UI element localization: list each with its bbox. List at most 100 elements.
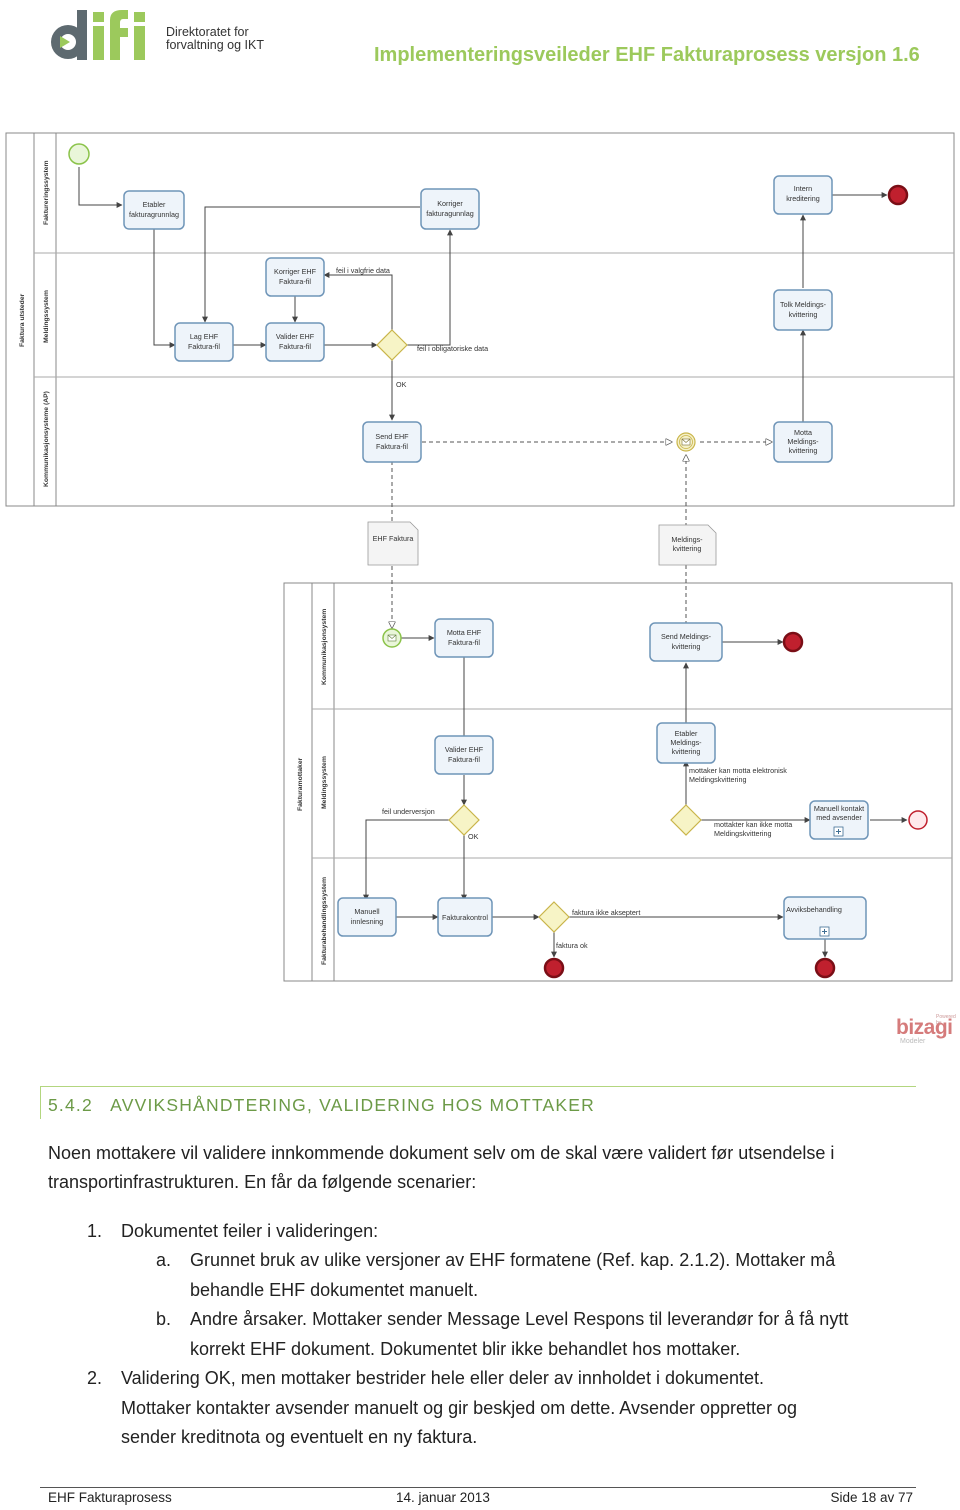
message-intermediate-event-top (676, 432, 696, 452)
gateway-fakturakontroll (538, 901, 570, 933)
flow-labels: feil i valgfrie data feil i obligatorisk… (336, 266, 792, 950)
label-feil-valgfrie: feil i valgfrie data (336, 266, 390, 275)
label-kan-motta-1: mottaker kan motta elektronisk (689, 766, 787, 775)
label-faktura-ikke-akseptert: faktura ikke akseptert (572, 908, 640, 917)
task-send-ehf-faktura-fil: Send EHF Faktura-fil (362, 421, 422, 463)
list-label-1a: a. (156, 1250, 172, 1270)
section-heading: 5.4.2 AVVIKSHÅNDTERING, VALIDERING HOS M… (48, 1095, 595, 1116)
list-label-1b: b. (156, 1309, 172, 1329)
bizagi-powered-text: Powered by (936, 1014, 956, 1026)
task-korriger-fakturagunnlag: Korriger fakturagunnlag (420, 188, 480, 230)
svg-text:Faktura-fil: Faktura-fil (279, 277, 311, 286)
task-etabler-fakturagrunnlag: Etabler fakturagrunnlag (123, 190, 185, 230)
end-event-avvik (814, 957, 836, 979)
lane-label-meldingssystem-bottom: Meldingssystem (321, 756, 328, 809)
list-number-2: 2. (87, 1368, 103, 1388)
svg-text:Avviksbehandling: Avviksbehandling (786, 905, 842, 914)
svg-text:Etabler: Etabler (143, 200, 166, 209)
label-kan-motta-2: Meldingskvittering (689, 775, 747, 784)
pool-label-utsteder: Faktura utsteder (19, 293, 26, 347)
svg-text:med avsender: med avsender (816, 813, 862, 822)
list-item-2-line-3: sender kreditnota og eventuelt en ny fak… (121, 1427, 478, 1447)
svg-text:fakturagunnlag: fakturagunnlag (426, 209, 474, 218)
svg-text:Send Meldings-: Send Meldings- (661, 632, 712, 641)
footer-rule (40, 1487, 916, 1488)
list-item-2-line-1: Validering OK, men mottaker bestrider he… (121, 1368, 765, 1388)
data-objects: EHF Faktura Meldings- kvittering (367, 521, 717, 566)
end-event-kvittering (782, 631, 804, 653)
events (68, 143, 928, 979)
bizagi-logo-text: bizagi (896, 1016, 953, 1039)
section-number: 5.4.2 (48, 1095, 93, 1115)
task-manuell-kontakt-med-avsender: Manuell kontakt med avsender (809, 800, 869, 840)
label-feil-obligatoriske: feil i obligatoriske data (417, 344, 488, 353)
task-intern-kreditering: Intern kreditering (773, 175, 833, 215)
section-heading-rule (40, 1086, 916, 1087)
list-item-2-line-2: Mottaker kontakter avsender manuelt og g… (121, 1398, 798, 1418)
task-manuell-innlesning: Manuell innlesning (337, 897, 397, 937)
task-valider-ehf-bottom: Valider EHF Faktura-fil (434, 735, 494, 775)
bpmn-diagram: Faktura utsteder Faktureringssystem Meld… (0, 125, 960, 1055)
org-name: Direktoratet for forvaltning og IKT (166, 26, 264, 52)
list-number-1: 1. (87, 1221, 103, 1241)
document-title: Implementeringsveileder EHF Fakturaprose… (374, 44, 920, 66)
svg-text:Intern: Intern (794, 184, 812, 193)
end-event-manuell-kontakt (908, 810, 928, 830)
org-name-line1: Direktoratet for (166, 25, 249, 39)
label-kan-ikke-motta-2: Meldingskvittering (714, 829, 772, 838)
svg-text:Faktura-fil: Faktura-fil (188, 342, 220, 351)
org-name-line2: forvaltning og IKT (166, 38, 264, 52)
gateway-validering-bottom (448, 804, 480, 836)
footer-date: 14. januar 2013 (396, 1490, 490, 1505)
svg-text:Tolk Meldings-: Tolk Meldings- (780, 300, 827, 309)
gateway-kvittering (670, 804, 702, 836)
task-fakturakontroll: Fakturakontrol (437, 897, 493, 937)
intro-line-2: transportinfrastrukturen. En får da følg… (48, 1172, 477, 1192)
svg-text:Faktura-fil: Faktura-fil (376, 442, 408, 451)
svg-text:EHF Faktura: EHF Faktura (373, 534, 414, 543)
svg-text:fakturagrunnlag: fakturagrunnlag (129, 210, 179, 219)
task-lag-ehf-faktura-fil: Lag EHF Faktura-fil (174, 322, 234, 362)
list-item-1-text: Dokumentet feiler i valideringen: (121, 1221, 379, 1241)
svg-text:Send EHF: Send EHF (375, 432, 409, 441)
svg-text:Meldings-: Meldings- (787, 437, 819, 446)
svg-text:Meldings-: Meldings- (671, 535, 703, 544)
label-ok-top: OK (396, 380, 407, 389)
svg-text:kreditering: kreditering (786, 194, 820, 203)
task-motta-ehf-faktura-fil: Motta EHF Faktura-fil (434, 618, 494, 658)
svg-text:Manuell kontakt: Manuell kontakt (814, 804, 864, 813)
task-tolk-meldingskvittering: Tolk Meldings- kvittering (773, 289, 833, 331)
tasks: Etabler fakturagrunnlag Korriger faktura… (123, 175, 869, 940)
task-avviksbehandling: Avviksbehandling (783, 896, 867, 940)
list-item-1b-line-1: Andre årsaker. Mottaker sender Message L… (190, 1309, 849, 1329)
lane-label-fakturabehandlingssystem: Fakturabehandlingssystem (321, 877, 328, 965)
message-start-event-bottom (382, 628, 402, 648)
label-faktura-ok: faktura ok (556, 941, 588, 950)
lane-label-meldingssystem-top: Meldingssystem (43, 290, 50, 343)
svg-text:Manuell: Manuell (354, 907, 380, 916)
svg-text:Valider EHF: Valider EHF (445, 745, 484, 754)
svg-text:Faktura-fil: Faktura-fil (279, 342, 311, 351)
sequence-flows-top (78, 167, 888, 430)
svg-text:Etabler: Etabler (675, 729, 698, 738)
svg-text:Faktura-fil: Faktura-fil (448, 755, 480, 764)
pool-label-mottaker: Fakturamottaker (297, 757, 304, 811)
lane-label-faktureringssystem: Faktureringssystem (43, 160, 50, 225)
svg-text:Motta: Motta (794, 428, 812, 437)
svg-text:innlesning: innlesning (351, 917, 383, 926)
list-item-1a-line-2: behandle EHF dokumentet manuelt. (190, 1280, 479, 1300)
svg-text:Faktura-fil: Faktura-fil (448, 638, 480, 647)
bizagi-watermark: Powered by bizagi Modeler (896, 1014, 956, 1046)
label-feil-underversjon: feil underversjon (382, 807, 435, 816)
svg-text:Korriger: Korriger (437, 199, 463, 208)
intro-line-1: Noen mottakere vil validere innkommende … (48, 1143, 835, 1163)
lane-label-kommunikasjonsystem: Kommunikasjonsystem (321, 609, 328, 685)
svg-text:kvittering: kvittering (672, 642, 701, 651)
gateways (376, 329, 702, 933)
section-title: AVVIKSHÅNDTERING, VALIDERING HOS MOTTAKE… (110, 1095, 595, 1115)
svg-text:Valider EHF: Valider EHF (276, 332, 315, 341)
svg-text:Motta EHF: Motta EHF (447, 628, 482, 637)
bizagi-product-text: Modeler (900, 1038, 926, 1045)
difi-logo (48, 6, 160, 66)
task-etabler-meldingskvittering: Etabler Meldings- kvittering (656, 722, 716, 764)
